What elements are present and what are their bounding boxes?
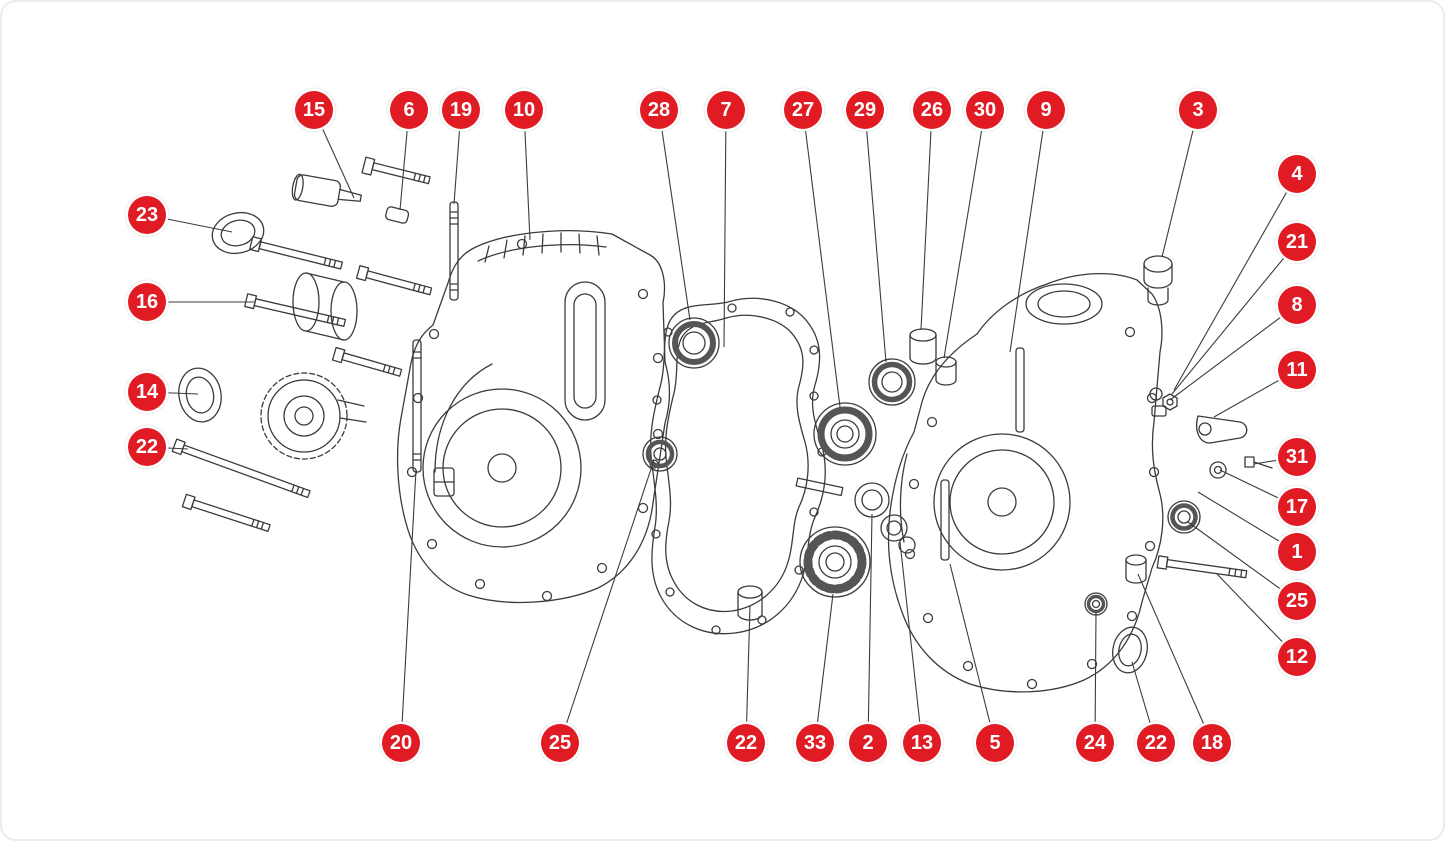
callout-8[interactable]: 8 (1278, 286, 1316, 324)
part-bolt-12 (1156, 555, 1248, 579)
leader-line-4 (1173, 173, 1298, 391)
leader-line-27 (802, 109, 841, 408)
part-bolt-left-1 (249, 236, 343, 270)
callout-2[interactable]: 2 (849, 724, 887, 762)
callout-13[interactable]: 13 (903, 724, 941, 762)
leader-line-20 (400, 469, 417, 744)
part-seal-13 (880, 514, 916, 554)
part-bearing-29 (868, 358, 916, 406)
callout-30[interactable]: 30 (966, 91, 1004, 129)
callout-22-bottom[interactable]: 22 (727, 724, 765, 762)
leader-line-25-bottom (559, 459, 655, 744)
part-bearing-22-left (260, 372, 367, 460)
part-dowel-20 (412, 339, 422, 473)
leader-line-25-right (1187, 521, 1298, 602)
part-seal-14 (178, 367, 222, 423)
part-breather-cluster (1149, 387, 1178, 417)
callout-24[interactable]: 24 (1076, 724, 1114, 762)
part-seal-22-right (1112, 626, 1148, 674)
leader-line-30 (943, 109, 986, 359)
part-bearing-25-left (642, 436, 678, 472)
leader-line-13 (899, 541, 923, 744)
leader-line-18 (1137, 573, 1213, 744)
callout-17[interactable]: 17 (1278, 488, 1316, 526)
part-bearing-27 (813, 402, 877, 466)
callout-18[interactable]: 18 (1193, 724, 1231, 762)
part-spacer-16 (292, 272, 358, 341)
part-gasket-7 (649, 297, 827, 635)
callout-27[interactable]: 27 (784, 91, 822, 129)
callout-22-right[interactable]: 22 (1137, 724, 1175, 762)
leader-line-10 (523, 109, 531, 241)
part-roller-17 (1209, 461, 1227, 479)
part-bolt-6-upper (361, 156, 431, 185)
leader-line-2 (867, 513, 873, 744)
leader-line-7 (723, 109, 727, 348)
callout-3[interactable]: 3 (1179, 91, 1217, 129)
callout-29[interactable]: 29 (846, 91, 884, 129)
leader-line-28 (658, 109, 691, 321)
part-bushing-26 (909, 328, 937, 365)
callout-4[interactable]: 4 (1278, 155, 1316, 193)
callout-10[interactable]: 10 (505, 91, 543, 129)
leader-line-22-bottom (745, 605, 751, 744)
part-main-bearing-33 (799, 526, 871, 598)
part-bushing-30 (935, 356, 957, 386)
callout-26[interactable]: 26 (913, 91, 951, 129)
callout-33[interactable]: 33 (796, 724, 834, 762)
callout-23[interactable]: 23 (128, 196, 166, 234)
part-shaft-center (795, 477, 844, 497)
callout-31[interactable]: 31 (1278, 438, 1316, 476)
callout-14[interactable]: 14 (128, 373, 166, 411)
leader-line-29 (864, 109, 887, 363)
part-bearing-28 (668, 317, 720, 369)
part-bolt-left-2 (355, 265, 433, 296)
callout-16[interactable]: 16 (128, 283, 166, 321)
part-right-crankcase (887, 272, 1164, 693)
part-bolt-left-6 (181, 493, 271, 533)
part-bolt-left-3 (244, 293, 347, 327)
part-oil-cap-3 (1143, 255, 1173, 306)
callout-9[interactable]: 9 (1027, 91, 1065, 129)
part-lever-11 (1195, 415, 1248, 444)
part-key-6 (385, 206, 410, 224)
callout-1[interactable]: 1 (1278, 533, 1316, 571)
callout-12[interactable]: 12 (1278, 638, 1316, 676)
callout-6[interactable]: 6 (390, 91, 428, 129)
callout-21[interactable]: 21 (1278, 223, 1316, 261)
callout-5[interactable]: 5 (976, 724, 1014, 762)
leader-line-5 (949, 563, 996, 744)
callout-7[interactable]: 7 (707, 91, 745, 129)
callout-19[interactable]: 19 (442, 91, 480, 129)
leader-line-26 (920, 109, 933, 331)
leader-line-3 (1161, 109, 1199, 258)
callout-28[interactable]: 28 (640, 91, 678, 129)
part-pushrod-15 (291, 173, 362, 207)
part-bushing-18 (1125, 554, 1147, 584)
callout-20[interactable]: 20 (382, 724, 420, 762)
callout-25-right[interactable]: 25 (1278, 582, 1316, 620)
leader-line-9 (1009, 109, 1047, 353)
leader-line-33 (814, 593, 834, 744)
part-bolt-left-4 (331, 346, 403, 377)
leader-line-8 (1169, 304, 1298, 401)
callout-22-left[interactable]: 22 (128, 428, 166, 466)
callout-11[interactable]: 11 (1278, 351, 1316, 389)
part-seal-23 (211, 211, 265, 255)
leader-line-24 (1094, 611, 1097, 744)
callout-25-bottom[interactable]: 25 (541, 724, 579, 762)
leader-line-21 (1171, 241, 1298, 395)
callout-15[interactable]: 15 (295, 91, 333, 129)
part-bearing-25-right (1167, 500, 1201, 534)
